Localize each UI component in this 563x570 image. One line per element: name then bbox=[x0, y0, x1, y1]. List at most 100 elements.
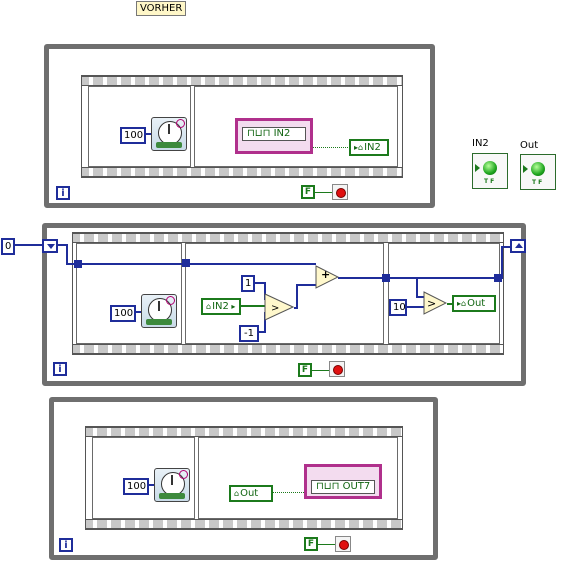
numeric-wire bbox=[296, 284, 316, 286]
sequence-frame-2 bbox=[185, 243, 384, 344]
boolean-wire bbox=[447, 303, 452, 305]
wait-ms-constant[interactable]: 100 bbox=[110, 305, 136, 322]
top-sequence[interactable] bbox=[81, 75, 403, 178]
led-indicator-in2[interactable]: T F bbox=[472, 153, 508, 189]
false-constant[interactable]: F bbox=[304, 537, 318, 551]
clock-hand-icon bbox=[168, 124, 170, 134]
film-strip-bottom bbox=[86, 519, 402, 529]
error-terminal-icon bbox=[176, 119, 185, 128]
constant-one[interactable]: 1 bbox=[241, 275, 255, 292]
wait-ms-icon[interactable] bbox=[141, 294, 177, 328]
numeric-wire bbox=[264, 312, 266, 333]
film-strip-bottom bbox=[82, 167, 402, 177]
metronome-base-icon bbox=[159, 493, 185, 499]
numeric-wire bbox=[382, 274, 390, 282]
write-arrow-icon: ▸⌂ bbox=[457, 299, 467, 308]
read-arrow-icon: ⌂ bbox=[234, 489, 240, 498]
indicator-label-in2: IN2 bbox=[472, 138, 489, 149]
numeric-wire bbox=[57, 244, 67, 246]
sequence-frame-3 bbox=[388, 243, 500, 344]
local-variable-out-read[interactable]: ⌂Out bbox=[229, 485, 273, 502]
wire bbox=[136, 311, 141, 313]
numeric-wire bbox=[338, 277, 503, 279]
pulse-express-vi[interactable]: ⊓⊔⊓ IN2 bbox=[235, 118, 313, 154]
film-strip-top bbox=[73, 233, 503, 243]
false-constant[interactable]: F bbox=[301, 185, 315, 199]
numeric-wire bbox=[74, 260, 82, 268]
boolean-wire bbox=[312, 370, 329, 371]
wire bbox=[15, 244, 43, 246]
wait-ms-constant[interactable]: 100 bbox=[120, 127, 146, 144]
middle-sequence[interactable] bbox=[72, 232, 504, 355]
numeric-wire bbox=[255, 282, 265, 284]
constant-neg-one[interactable]: -1 bbox=[239, 325, 259, 342]
wire bbox=[146, 133, 151, 135]
film-strip-bottom bbox=[73, 344, 503, 354]
led-icon bbox=[483, 161, 497, 175]
top-while-loop[interactable] bbox=[44, 44, 435, 208]
boolean-wire bbox=[318, 544, 335, 545]
clock-hand-icon bbox=[158, 301, 160, 311]
numeric-wire bbox=[294, 307, 297, 309]
local-variable-out[interactable]: ▸⌂Out bbox=[452, 295, 496, 312]
wait-ms-constant[interactable]: 100 bbox=[123, 478, 149, 495]
middle-while-loop[interactable] bbox=[42, 223, 526, 386]
shift-init-constant[interactable]: 0 bbox=[1, 238, 15, 255]
tf-text: T F bbox=[484, 178, 495, 185]
wait-ms-icon[interactable] bbox=[151, 117, 187, 151]
tf-text: T F bbox=[532, 179, 543, 186]
numeric-wire bbox=[66, 263, 316, 265]
numeric-wire bbox=[182, 259, 190, 267]
boolean-wire bbox=[273, 492, 306, 494]
output-arrow-icon: ▸ bbox=[228, 302, 236, 311]
add-shape bbox=[315, 265, 340, 289]
shift-register-left[interactable] bbox=[42, 239, 58, 253]
local-variable-in2[interactable]: ▸⌂IN2 bbox=[349, 139, 389, 156]
local-variable-in2-read[interactable]: ⌂IN2 ▸ bbox=[201, 298, 241, 315]
wait-ms-icon[interactable] bbox=[154, 468, 190, 502]
terminal-arrow-icon bbox=[523, 165, 528, 173]
read-arrow-icon: ⌂ bbox=[206, 302, 212, 311]
svg-text:>: > bbox=[427, 297, 436, 310]
add-function-icon[interactable]: + bbox=[315, 265, 340, 289]
iteration-terminal[interactable]: i bbox=[59, 538, 73, 552]
numeric-wire bbox=[296, 284, 298, 309]
error-terminal-icon bbox=[179, 470, 188, 479]
numeric-wire bbox=[501, 246, 503, 279]
clock-hand-icon bbox=[171, 475, 173, 485]
boolean-wire bbox=[313, 147, 350, 149]
constant-ten[interactable]: 10 bbox=[389, 299, 407, 316]
numeric-wire bbox=[494, 274, 502, 282]
svg-text:>: > bbox=[271, 303, 279, 314]
title-label: VORHER bbox=[136, 1, 187, 16]
pulse-label: ⊓⊔⊓ IN2 bbox=[242, 127, 306, 141]
numeric-wire bbox=[416, 296, 424, 298]
stop-terminal-icon[interactable] bbox=[332, 184, 348, 200]
numeric-wire bbox=[405, 306, 425, 308]
led-icon bbox=[531, 162, 545, 176]
pulse-express-vi[interactable]: ⊓⊔⊓ OUT7 bbox=[304, 464, 382, 499]
bottom-while-loop[interactable] bbox=[49, 397, 438, 560]
numeric-wire bbox=[416, 277, 418, 297]
pulse-wave-icon: ⊓⊔⊓ bbox=[316, 481, 343, 492]
shift-up-icon bbox=[515, 243, 523, 248]
iteration-terminal[interactable]: i bbox=[56, 186, 70, 200]
write-arrow-icon: ▸⌂ bbox=[354, 143, 364, 152]
led-indicator-out[interactable]: T F bbox=[520, 154, 556, 190]
stop-terminal-icon[interactable] bbox=[329, 361, 345, 377]
greater-than-function-icon[interactable]: > bbox=[423, 291, 448, 315]
stop-terminal-icon[interactable] bbox=[335, 536, 351, 552]
shift-register-right[interactable] bbox=[510, 239, 526, 253]
false-constant[interactable]: F bbox=[298, 363, 312, 377]
indicator-label-out: Out bbox=[520, 140, 539, 151]
greater-shape: > bbox=[423, 291, 448, 315]
boolean-wire bbox=[315, 192, 332, 193]
film-strip-top bbox=[82, 76, 402, 86]
metronome-base-icon bbox=[156, 142, 182, 148]
select-function-icon[interactable]: > bbox=[264, 293, 295, 321]
pulse-label: ⊓⊔⊓ OUT7 bbox=[311, 480, 375, 494]
iteration-terminal[interactable]: i bbox=[53, 362, 67, 376]
boolean-wire bbox=[241, 305, 266, 307]
numeric-wire bbox=[501, 246, 511, 248]
wire bbox=[149, 484, 154, 486]
